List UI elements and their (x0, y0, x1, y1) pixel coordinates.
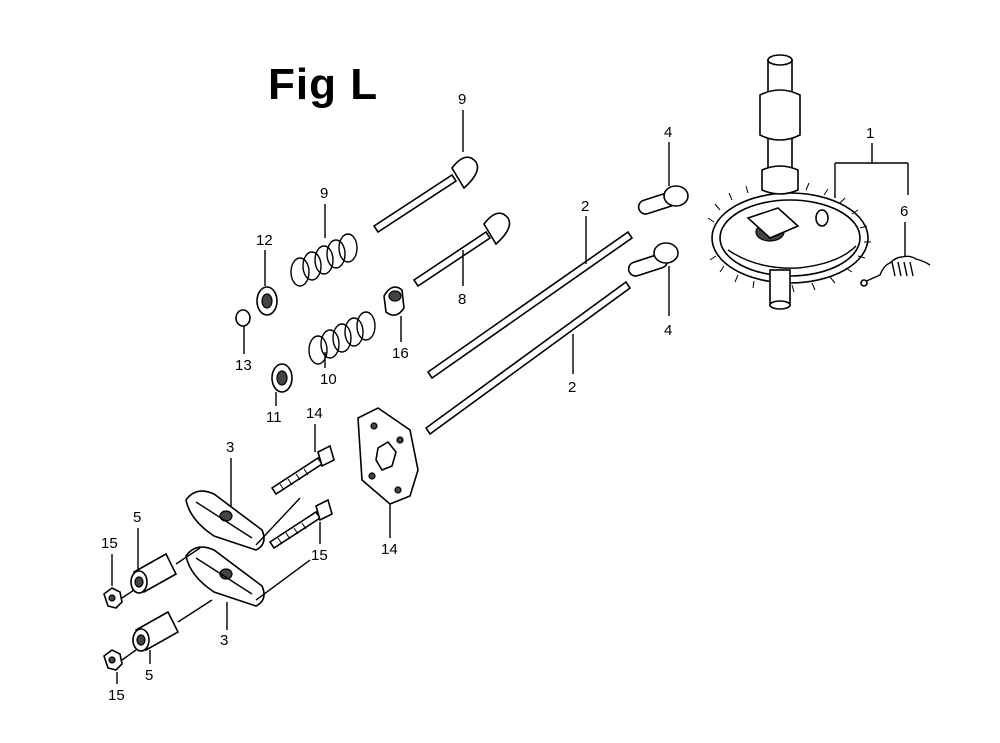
callout-10: 11 (266, 392, 282, 426)
callout-label: 5 (133, 509, 141, 526)
callout-label: 9 (320, 185, 328, 202)
pivot-bolt-upper: 14 (270, 405, 335, 496)
callout-label: 8 (458, 291, 466, 308)
callout-label: 4 (664, 322, 672, 339)
lock-nut-lower: 15 (103, 649, 125, 704)
callout-label: 6 (900, 203, 908, 220)
callout-label: 15 (101, 535, 118, 552)
pivot-upper: 5 (130, 509, 178, 594)
callout-5-upper: 5 (133, 509, 141, 570)
callout-label: 12 (256, 232, 273, 249)
callout-6: 6 (900, 203, 908, 256)
callout-4-upper: 4 (664, 124, 672, 186)
callout-label: 1 (866, 125, 874, 142)
callout-label: 2 (581, 198, 589, 215)
push-rod-guide-plate: 14 (357, 407, 419, 558)
callout-label: 3 (226, 439, 234, 456)
callout-11: 12 (256, 232, 273, 286)
callout-3-upper: 3 (226, 439, 234, 506)
callout-label: 14 (381, 541, 398, 558)
callout-16: 16 (392, 316, 409, 362)
callout-2-upper: 2 (581, 198, 589, 264)
callout-8: 9 (458, 91, 466, 152)
rocker-arm-lower: 3 (185, 546, 265, 649)
valve-lifter-upper: 4 (637, 124, 689, 215)
callout-label: 13 (235, 357, 252, 374)
exhaust-spring-retainer: 11 (266, 363, 293, 426)
exhaust-valve: 8 (412, 212, 511, 308)
push-rod-upper: 2 (426, 198, 634, 380)
callout-15-upper: 15 (101, 535, 118, 586)
callout-9-lower: 10 (320, 352, 337, 388)
callout-4-lower: 4 (664, 266, 672, 339)
callout-14-upper: 14 (306, 405, 323, 452)
callout-13: 14 (381, 504, 398, 558)
callout-label: 10 (320, 371, 337, 388)
rocker-arm-upper: 3 (185, 439, 265, 551)
decompressor-spring: 6 (860, 203, 931, 287)
callout-9-upper: 9 (320, 185, 328, 238)
callout-label: 15 (311, 547, 328, 564)
callout-label: 5 (145, 667, 153, 684)
lock-nut-upper: 15 (101, 535, 123, 609)
camshaft-gear-assembly: 1 (707, 54, 909, 310)
callout-2-lower: 2 (568, 334, 576, 396)
callout-label: 15 (108, 687, 125, 704)
valve-rotator-cap: 13 (235, 309, 252, 374)
valve-stem-seal: 16 (383, 286, 409, 362)
valve-spring-lower: 10 (308, 311, 376, 388)
callout-label: 11 (266, 409, 282, 426)
intake-spring-retainer: 12 (256, 232, 278, 316)
valve-lifter-lower: 4 (627, 242, 679, 339)
valve-spring-upper: 9 (290, 185, 358, 287)
figure-title: Fig L (268, 60, 379, 109)
pivot-bolt-lower: 15 (268, 498, 333, 564)
callout-14-lower: 15 (311, 522, 328, 564)
callout-5-lower: 5 (145, 650, 153, 684)
push-rod-lower: 2 (424, 280, 632, 436)
callout-label: 3 (220, 632, 228, 649)
callout-7: 8 (458, 250, 466, 308)
callout-1: 1 (834, 125, 909, 198)
callout-3-lower: 3 (220, 602, 228, 649)
intake-valve: 9 (372, 91, 479, 234)
callout-label: 14 (306, 405, 323, 422)
callout-label: 9 (458, 91, 466, 108)
callout-12: 13 (235, 326, 252, 374)
callout-label: 4 (664, 124, 672, 141)
callout-label: 2 (568, 379, 576, 396)
callout-label: 16 (392, 345, 409, 362)
callout-15-lower: 15 (108, 672, 125, 704)
pivot-lower: 5 (132, 610, 180, 684)
